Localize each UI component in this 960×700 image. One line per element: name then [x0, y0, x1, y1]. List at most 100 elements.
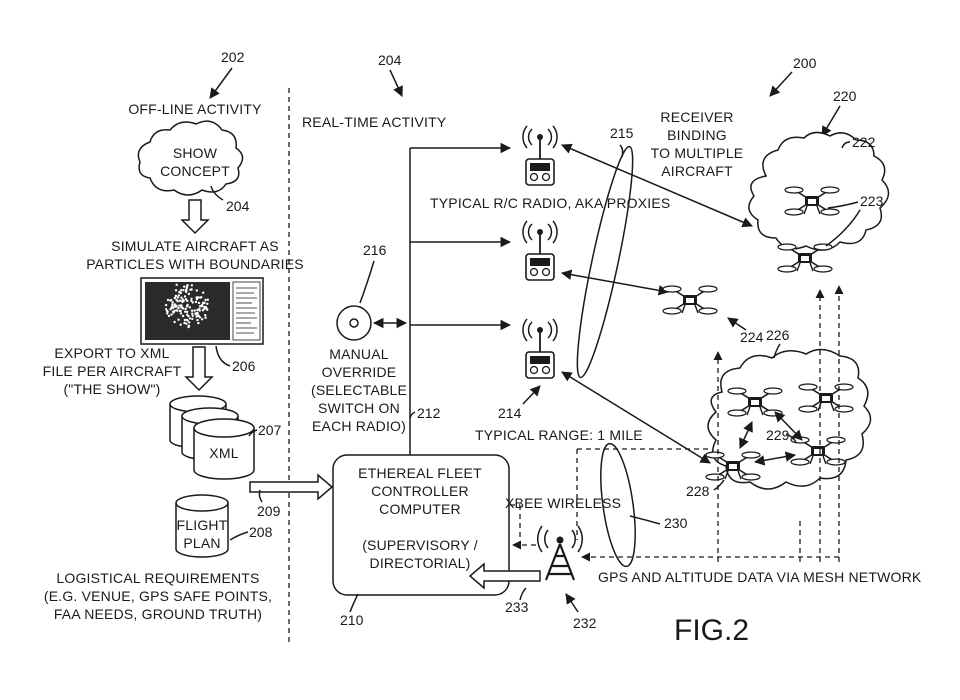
flight-plan-ref: 208: [249, 524, 273, 540]
solo-drone-ref: 224: [740, 329, 764, 345]
top-cloud-leader: [841, 141, 851, 149]
xbee-ref: 230: [664, 515, 688, 531]
controller-leader: [349, 593, 359, 613]
controller-line5: (SUPERVISORY /: [362, 537, 478, 553]
flight-plan-line1: FLIGHT: [177, 517, 228, 533]
tower-ref: 232: [573, 615, 597, 631]
binding-line2: BINDING: [667, 127, 727, 143]
xbee-leader: [629, 515, 661, 525]
simulate-leader: [215, 345, 231, 367]
drone-pair-leader-1: [827, 201, 859, 209]
mesh-link-1: [739, 421, 753, 449]
link-leader: [519, 587, 527, 601]
controller-line2: CONTROLLER: [371, 483, 469, 499]
radio1-aircraft-link: [561, 143, 753, 228]
offline-ref-arrow: [209, 67, 233, 99]
flight-plan-leader: [229, 531, 249, 541]
system-ref-arrow: [769, 71, 793, 97]
binding-line4: AIRCRAFT: [661, 163, 733, 179]
drone-pair-leader-2: [825, 209, 861, 247]
override-line4: SWITCH ON: [318, 400, 400, 416]
fleet-ref: 220: [833, 88, 857, 104]
fleet-ref-arrow: [821, 105, 841, 137]
rc-radio-3: [522, 318, 558, 379]
simulate-line1: SIMULATE AIRCRAFT AS: [111, 238, 279, 254]
mesh-link-2: [774, 411, 803, 441]
logistics-line3: FAA NEEDS, GROUND TRUTH): [54, 606, 262, 622]
top-cloud-ref: 222: [852, 134, 876, 150]
gps-feed-lines: [510, 285, 844, 562]
bottom-cloud-ref: 226: [766, 327, 790, 343]
override-ref: 216: [363, 242, 387, 258]
flight-plan-cylinder: [175, 494, 229, 558]
binding-line3: TO MULTIPLE: [651, 145, 744, 161]
realtime-ref: 204: [378, 52, 402, 68]
bus-leader: [409, 411, 416, 419]
mesh-link-3: [753, 451, 797, 466]
override-line1: MANUAL: [329, 346, 389, 362]
tower-ref-arrow: [565, 593, 579, 613]
transfer-ref: 209: [257, 503, 281, 519]
binding-line1: RECEIVER: [660, 109, 733, 125]
bus-ref: 212: [417, 405, 441, 421]
flight-plan-line2: PLAN: [183, 535, 220, 551]
show-concept-line1: SHOW: [173, 145, 218, 161]
drone-b-ref: 229: [766, 427, 790, 443]
radio-ref-arrow: [522, 385, 541, 405]
radio-ref: 214: [498, 405, 522, 421]
fleet-controller-box: [332, 454, 510, 596]
drone-b-leader: [785, 433, 797, 443]
offline-title: OFF-LINE ACTIVITY: [128, 101, 262, 117]
xml-leader: [248, 429, 258, 437]
figure-caption: FIG.2: [674, 614, 749, 647]
bottom-cloud-leader: [773, 343, 781, 359]
drone-a-leader: [713, 479, 725, 491]
radio-group-leader: [619, 144, 624, 158]
top-drone-cloud: [748, 131, 890, 251]
offline-ref: 202: [221, 49, 245, 65]
realtime-ref-arrow: [389, 69, 403, 97]
radio2-aircraft-link: [560, 269, 670, 296]
gps-label: GPS AND ALTITUDE DATA VIA MESH NETWORK: [598, 569, 922, 585]
radio-tower-icon: [537, 525, 583, 581]
show-concept-line2: CONCEPT: [160, 163, 230, 179]
xbee-label: XBEE WIRELESS: [505, 495, 621, 511]
xbee-range-ellipse: [600, 442, 636, 568]
range-label: TYPICAL RANGE: 1 MILE: [475, 427, 643, 443]
realtime-title: REAL-TIME ACTIVITY: [302, 114, 447, 130]
tower-to-controller-arrow: [468, 562, 541, 590]
solo-drone-arrow: [727, 317, 747, 331]
logistics-line1: LOGISTICAL REQUIREMENTS: [56, 570, 259, 586]
drone-top-2: [777, 243, 833, 273]
show-concept-cloud: [137, 120, 244, 196]
controller-ref: 210: [340, 612, 364, 628]
override-line3: (SELECTABLE: [311, 382, 407, 398]
radio-label: TYPICAL R/C RADIO, AKA PROXIES: [430, 195, 670, 211]
simulation-screen-image: [140, 277, 264, 345]
override-leader: [359, 260, 375, 304]
hollow-down-arrow-2: [184, 346, 214, 392]
transfer-leader: [258, 489, 263, 503]
drone-pair-ref: 223: [860, 193, 884, 209]
drone-solo: [662, 285, 718, 315]
logistics-line2: (E.G. VENUE, GPS SAFE POINTS,: [44, 588, 272, 604]
link-ref: 233: [505, 599, 529, 615]
rc-radio-1: [522, 125, 558, 186]
radio-group-ref: 215: [610, 125, 634, 141]
controller-line6: DIRECTORIAL): [370, 555, 471, 571]
controller-line3: COMPUTER: [379, 501, 461, 517]
export-line3: ("THE SHOW"): [63, 381, 160, 397]
simulate-line2: PARTICLES WITH BOUNDARIES: [86, 256, 304, 272]
show-concept-ref: 204: [226, 198, 250, 214]
xml-label: XML: [209, 445, 238, 461]
override-line5: EACH RADIO): [312, 418, 406, 434]
simulate-ref: 206: [232, 358, 256, 374]
hollow-down-arrow: [180, 199, 210, 235]
rc-radio-2: [522, 220, 558, 281]
show-concept-leader: [210, 185, 224, 201]
override-line2: OVERRIDE: [322, 364, 397, 380]
radio3-aircraft-link: [561, 371, 711, 464]
hollow-right-arrow: [249, 473, 334, 501]
